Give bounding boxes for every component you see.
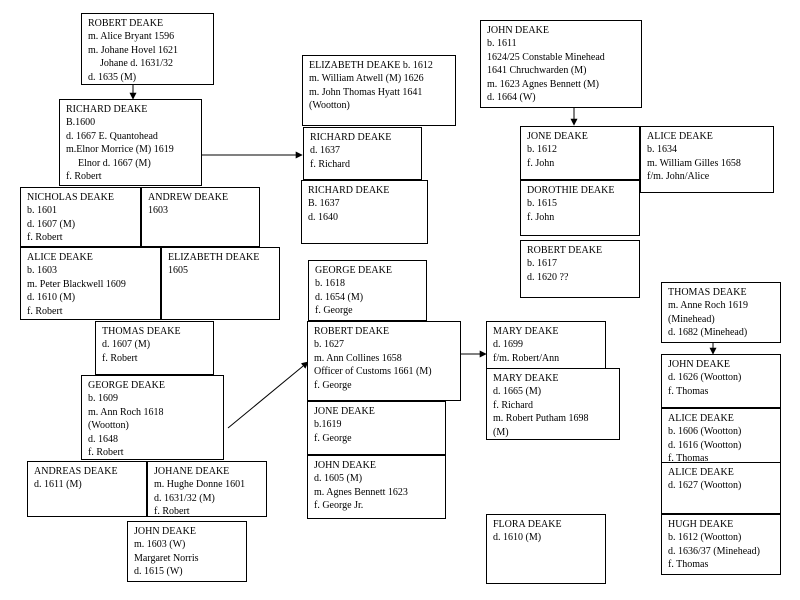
person-johane-deake: JOHANE DEAKE m. Hughe Donne 1601 d. 1631… [147, 461, 267, 517]
person-name: ELIZABETH DEAKE [168, 252, 260, 263]
person-andreas-deake: ANDREAS DEAKE d. 1611 (M) [27, 461, 147, 517]
person-name: ALICE DEAKE [27, 252, 93, 263]
person-richard-deake-1600: RICHARD DEAKE B.1600 d. 1667 E. Quantohe… [59, 99, 202, 186]
person-name: JONE DEAKE [527, 131, 588, 142]
person-mary-deake-1699: MARY DEAKE d. 1699 f/m. Robert/Ann [486, 321, 606, 371]
person-robert-deake-1627: ROBERT DEAKE b. 1627 m. Ann Collines 165… [307, 321, 461, 401]
person-dorothie-deake: DOROTHIE DEAKE b. 1615 f. John [520, 180, 640, 236]
person-elizabeth-deake-1612: ELIZABETH DEAKE b. 1612 m. William Atwel… [302, 55, 456, 126]
person-elizabeth-deake-1605: ELIZABETH DEAKE 1605 [161, 247, 280, 320]
arrow-george-to-robert-1627 [227, 361, 309, 429]
person-name: ROBERT DEAKE [314, 326, 390, 337]
person-name: JOHN DEAKE [314, 460, 376, 471]
person-robert-deake-1596: ROBERT DEAKE m. Alice Bryant 1596 m. Joh… [81, 13, 214, 85]
person-richard-deake-d1637: RICHARD DEAKE d. 1637 f. Richard [303, 127, 422, 180]
person-name: ALICE DEAKE [668, 413, 734, 424]
person-name: JONE DEAKE [314, 406, 375, 417]
person-name: JOHN DEAKE [668, 359, 730, 370]
person-name: RICHARD DEAKE [310, 132, 392, 143]
person-name: RICHARD DEAKE [308, 185, 390, 196]
person-name: GEORGE DEAKE [88, 380, 165, 391]
person-name: GEORGE DEAKE [315, 265, 392, 276]
person-andrew-deake: ANDREW DEAKE 1603 [141, 187, 260, 247]
person-alice-deake-1606: ALICE DEAKE b. 1606 (Wootton) d. 1616 (W… [661, 408, 781, 464]
person-name: JOHN DEAKE [134, 526, 196, 537]
person-jone-deake-1619: JONE DEAKE b.1619 f. George [307, 401, 446, 455]
person-name: DOROTHIE DEAKE [527, 185, 615, 196]
person-john-deake-1605: JOHN DEAKE d. 1605 (M) m. Agnes Bennett … [307, 455, 446, 519]
person-name: ROBERT DEAKE [527, 245, 603, 256]
person-nicholas-deake: NICHOLAS DEAKE b. 1601 d. 1607 (M) f. Ro… [20, 187, 141, 247]
person-name: THOMAS DEAKE [102, 326, 181, 337]
person-thomas-deake-roch: THOMAS DEAKE m. Anne Roch 1619 (Minehead… [661, 282, 781, 343]
person-alice-deake-1634: ALICE DEAKE b. 1634 m. William Gilles 16… [640, 126, 774, 193]
person-alice-deake-1627: ALICE DEAKE d. 1627 (Wootton) [661, 462, 781, 514]
person-name: RICHARD DEAKE [66, 104, 148, 115]
person-name: JOHANE DEAKE [154, 466, 230, 477]
person-name: HUGH DEAKE [668, 519, 734, 530]
person-george-deake-1618: GEORGE DEAKE b. 1618 d. 1654 (M) f. Geor… [308, 260, 427, 321]
person-george-deake-1609: GEORGE DEAKE b. 1609 m. Ann Roch 1618 (W… [81, 375, 224, 460]
person-name: JOHN DEAKE [487, 25, 549, 36]
person-alice-deake-1603: ALICE DEAKE b. 1603 m. Peter Blackwell 1… [20, 247, 161, 320]
person-name: ALICE DEAKE [668, 467, 734, 478]
person-thomas-deake-1607: THOMAS DEAKE d. 1607 (M) f. Robert [95, 321, 214, 375]
person-flora-deake: FLORA DEAKE d. 1610 (M) [486, 514, 606, 584]
person-john-deake-1626: JOHN DEAKE d. 1626 (Wootton) f. Thomas [661, 354, 781, 408]
person-name: NICHOLAS DEAKE [27, 192, 114, 203]
person-name: ALICE DEAKE [647, 131, 713, 142]
person-name: ELIZABETH DEAKE b. 1612 [309, 60, 433, 71]
person-hugh-deake: HUGH DEAKE b. 1612 (Wootton) d. 1636/37 … [661, 514, 781, 575]
person-name: ANDREW DEAKE [148, 192, 229, 203]
person-name: FLORA DEAKE [493, 519, 562, 530]
person-name: ROBERT DEAKE [88, 18, 164, 29]
person-john-deake-1603: JOHN DEAKE m. 1603 (W) Margaret Norris d… [127, 521, 247, 582]
person-richard-deake-b1637: RICHARD DEAKE B. 1637 d. 1640 [301, 180, 428, 244]
person-robert-deake-1617: ROBERT DEAKE b. 1617 d. 1620 ?? [520, 240, 640, 298]
person-name: ANDREAS DEAKE [34, 466, 118, 477]
person-name: MARY DEAKE [493, 326, 559, 337]
person-john-deake-1611: JOHN DEAKE b. 1611 1624/25 Constable Min… [480, 20, 642, 108]
person-name: THOMAS DEAKE [668, 287, 747, 298]
person-jone-deake-1612: JONE DEAKE b. 1612 f. John [520, 126, 640, 180]
person-name: MARY DEAKE [493, 373, 559, 384]
person-mary-deake-1665: MARY DEAKE d. 1665 (M) f. Richard m. Rob… [486, 368, 620, 440]
